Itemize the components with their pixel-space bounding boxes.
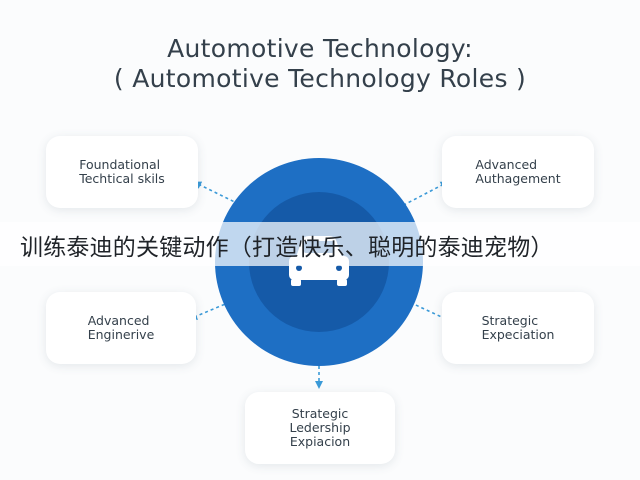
arrow-to-mid-left: [189, 301, 231, 320]
node-label: Strategic Ledership Expiacion: [289, 406, 351, 449]
node-advanced-enginerive: Advanced Enginerive: [46, 292, 196, 364]
caption-overlay-text: 训练泰迪的关键动作（打造快乐、聪明的泰迪宠物）: [20, 235, 554, 261]
node-advanced-authagement: Advanced Authagement: [442, 136, 594, 208]
node-label: Advanced Authagement: [475, 157, 561, 186]
node-label: Foundational Techtical skils: [79, 157, 165, 186]
caption-overlay-band: [0, 222, 640, 266]
node-label: Strategic Expeciation: [481, 313, 555, 342]
arrow-to-top-left: [193, 181, 256, 213]
node-strategic-ledership-expiacion: Strategic Ledership Expiacion: [245, 392, 395, 464]
node-foundational-technical-skills: Foundational Techtical skils: [46, 136, 198, 208]
node-strategic-expeciation: Strategic Expeciation: [442, 292, 594, 364]
node-label: Advanced Enginerive: [87, 313, 155, 342]
diagram-title-line2: ( Automotive Technology Roles ): [113, 64, 527, 93]
diagram-title-line1: Automotive Technology:: [167, 34, 473, 63]
